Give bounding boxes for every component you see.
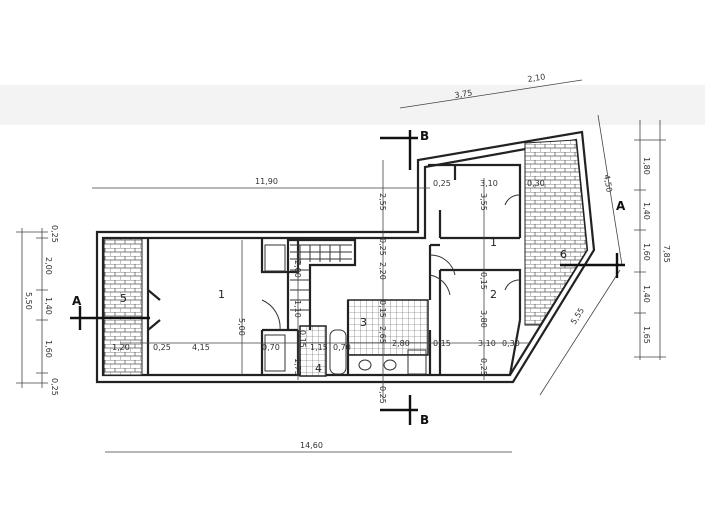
room-number: 3 <box>360 316 367 329</box>
dim-label: 5,00 <box>237 318 246 336</box>
dim-label: 0,70 <box>262 343 280 352</box>
interior-walls <box>146 163 522 376</box>
dim-label: 0,25 <box>433 179 451 188</box>
dim-label: 0,15 <box>433 339 451 348</box>
dim-label: 3,55 <box>479 193 488 211</box>
room-number: 1 <box>218 288 225 301</box>
dim-label: 1,60 <box>642 243 651 261</box>
section-label-a-right: A <box>616 199 626 213</box>
section-label-b-bottom: B <box>420 413 429 427</box>
dim-label: 0,70 <box>333 343 351 352</box>
room-number: 4 <box>315 362 322 375</box>
dim-label: 1,60 <box>44 340 53 358</box>
dim-label: 0,30 <box>527 179 545 188</box>
dim-label: 0,15 <box>479 272 488 290</box>
dim-label: 1,15 <box>310 343 328 352</box>
dim-label: 4,50 <box>602 174 614 193</box>
dim-label: 3,10 <box>480 179 498 188</box>
dim-label: 1,75 <box>293 358 302 376</box>
dim-label: 0,25 <box>479 358 488 376</box>
dim-label: 3,10 <box>478 339 496 348</box>
dim-label: 0,25 <box>378 238 387 256</box>
dim-label: 2,65 <box>378 326 387 344</box>
dimension-lines <box>16 79 666 453</box>
dim-label: 14,60 <box>300 441 323 450</box>
dim-label: 0,25 <box>50 225 59 243</box>
dimension-labels: 11,90 14,60 5,50 0,25 2,00 1,40 1,60 0,2… <box>24 72 671 450</box>
dim-label: 2,10 <box>527 72 546 84</box>
dim-label: 1,65 <box>642 326 651 344</box>
room-number: 5 <box>120 292 127 305</box>
room-number: 2 <box>490 288 497 301</box>
dim-label: 2,00 <box>293 260 302 278</box>
dim-label: 11,90 <box>255 177 278 186</box>
dim-label: 3,75 <box>454 88 473 100</box>
dim-label: 2,20 <box>378 262 387 280</box>
room-number: 1 <box>490 236 497 249</box>
section-lines <box>70 130 625 425</box>
dim-label: 1,40 <box>642 285 651 303</box>
dim-label: 2,80 <box>392 339 410 348</box>
dim-label: 1,80 <box>642 157 651 175</box>
scan-shading <box>0 85 705 125</box>
fixtures <box>264 244 427 375</box>
dim-label: 1,10 <box>293 300 302 318</box>
dim-label: 0,15 <box>298 330 307 348</box>
dim-label: 0,15 <box>378 300 387 318</box>
dim-label: 3,80 <box>479 310 488 328</box>
dim-label: 2,00 <box>44 257 53 275</box>
dim-label: 1,40 <box>642 202 651 220</box>
dim-label: 2,55 <box>378 193 387 211</box>
room-number: 6 <box>560 248 567 261</box>
dim-label: 0,30 <box>502 339 520 348</box>
dim-label: 5,50 <box>24 292 33 310</box>
dim-label: 1,40 <box>44 297 53 315</box>
dim-label: 0,25 <box>153 343 171 352</box>
dim-label: 5,55 <box>569 306 586 326</box>
dim-label: 1,20 <box>112 343 130 352</box>
section-label-b-top: B <box>420 129 429 143</box>
dim-label: 0,25 <box>378 386 387 404</box>
dim-label: 7,85 <box>662 245 671 263</box>
terrace-5 <box>103 238 143 376</box>
wc-4 <box>299 325 327 377</box>
section-label-a-left: A <box>72 294 82 308</box>
dim-label: 4,15 <box>192 343 210 352</box>
doors <box>261 194 521 331</box>
stair <box>290 244 352 311</box>
dim-label: 0,25 <box>50 378 59 396</box>
terrace-6 <box>524 139 588 326</box>
